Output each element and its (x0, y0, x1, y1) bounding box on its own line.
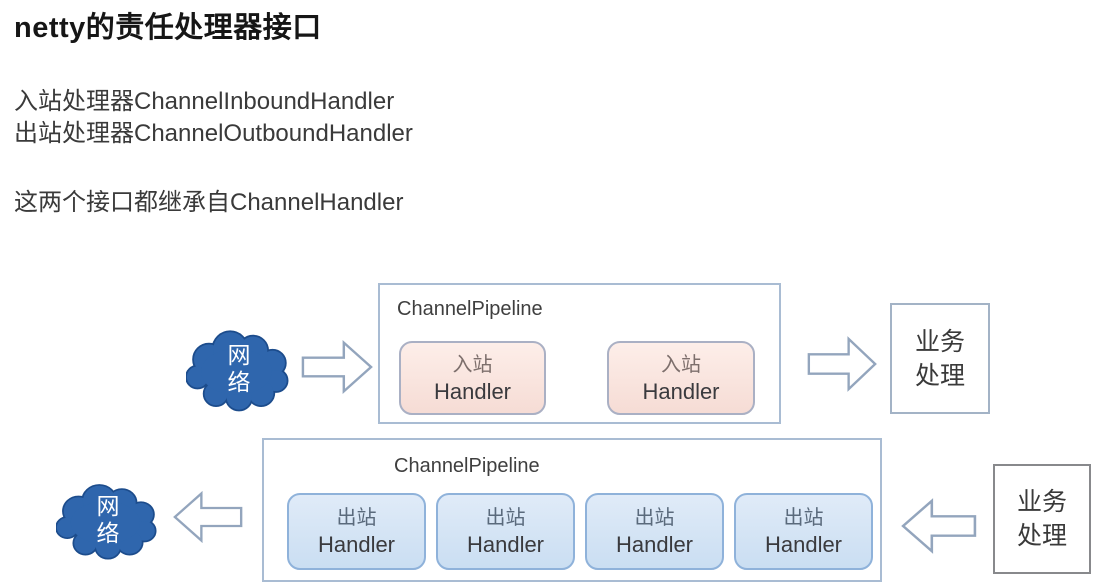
pipeline-label: ChannelPipeline (394, 455, 540, 477)
inbound-handler-box: 入站 Handler (607, 341, 755, 415)
handler-label-en: Handler (642, 378, 720, 404)
handler-label-zh: 入站 (661, 353, 701, 376)
network-label: 网络 (227, 341, 251, 395)
pipeline-label: ChannelPipeline (397, 298, 543, 320)
intro-text: 入站处理器ChannelInboundHandler 出站处理器ChannelO… (14, 86, 413, 150)
handler-label-en: Handler (317, 532, 396, 557)
outbound-handler-box: 出站 Handler (734, 493, 873, 570)
arrow-right-icon (806, 334, 878, 394)
business-process-label: 业务处理 (914, 327, 965, 390)
handler-label-en: Handler (466, 532, 545, 557)
handler-label-zh: 出站 (336, 507, 377, 529)
network-cloud-outbound: 网络 (56, 480, 160, 562)
note-text: 这两个接口都继承自ChannelHandler (14, 189, 404, 216)
cloud-icon (56, 484, 157, 560)
arrow-left-icon (172, 489, 244, 545)
outbound-handler-box: 出站 Handler (436, 493, 575, 570)
outbound-handler-box: 出站 Handler (585, 493, 724, 570)
page-title: netty的责任处理器接口 (14, 12, 322, 44)
arrow-left-icon (900, 496, 978, 556)
outbound-handler-box: 出站 Handler (287, 493, 426, 570)
intro-line-inbound: 入站处理器ChannelInboundHandler (14, 88, 395, 115)
intro-line-outbound: 出站处理器ChannelOutboundHandler (14, 120, 413, 147)
cloud-icon (186, 330, 289, 412)
handler-label-zh: 入站 (452, 353, 493, 376)
network-label: 网络 (96, 492, 120, 546)
handler-label-en: Handler (764, 532, 843, 557)
network-cloud-inbound: 网络 (186, 326, 292, 414)
inbound-pipeline-box: ChannelPipeline 入站 Handler 入站 Handler (378, 283, 781, 424)
inbound-handler-box: 入站 Handler (399, 341, 546, 415)
business-process-label: 业务处理 (1016, 488, 1067, 550)
business-process-box: 业务处理 (993, 464, 1091, 574)
outbound-pipeline-box: ChannelPipeline 出站 Handler 出站 Handler 出站… (262, 438, 882, 582)
handler-label-zh: 出站 (634, 507, 675, 529)
handler-label-en: Handler (433, 378, 512, 404)
business-process-box: 业务处理 (890, 303, 990, 414)
handler-label-en: Handler (615, 532, 694, 557)
arrow-right-icon (300, 338, 374, 396)
handler-label-zh: 出站 (783, 507, 824, 529)
handler-label-zh: 出站 (485, 507, 526, 529)
